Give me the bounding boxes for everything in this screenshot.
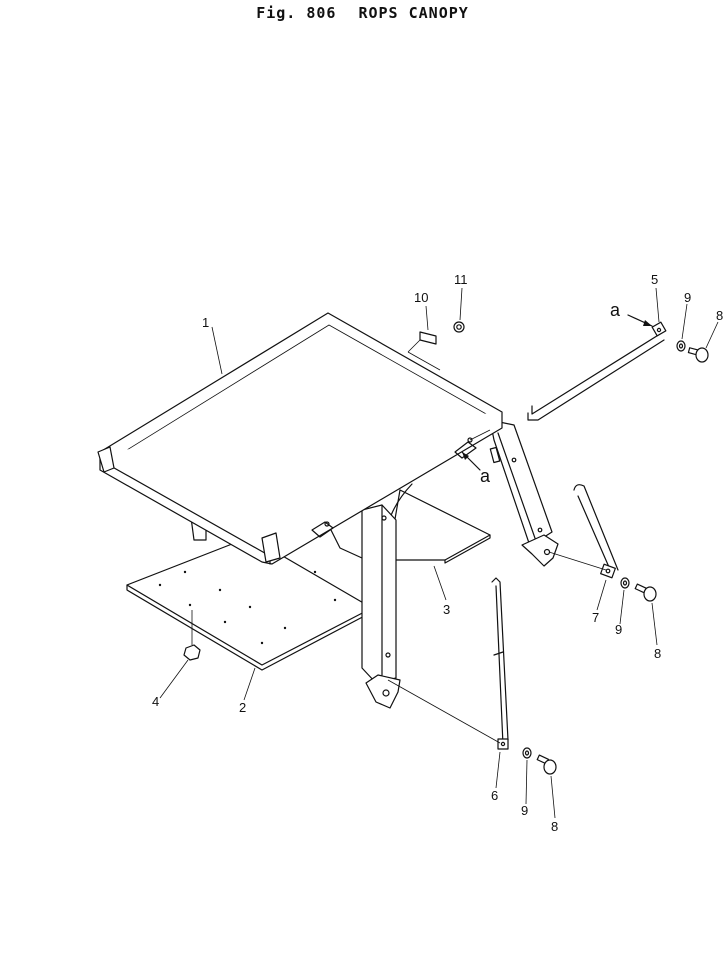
label-plate-and-clip [407,321,465,353]
figure-caption: Fig. 806 ROPS CANOPY [0,4,725,22]
bolt-8-bottom [536,754,557,775]
support-plate [385,483,491,564]
bolt-8-middle [634,583,657,602]
stay-6 [491,577,509,750]
callout-9-middle: 9 [615,622,622,637]
callout-1: 1 [202,315,209,330]
right-post [489,419,559,567]
callout-9-top: 9 [684,290,691,305]
callout-5: 5 [651,272,658,287]
callout-8-middle: 8 [654,646,661,661]
bolt-8-top [687,347,709,363]
callout-10: 10 [414,290,428,305]
floor-plate [126,536,373,671]
callout-8-bottom: 8 [551,819,558,834]
canopy-roof [97,312,503,565]
washer-9-top [676,340,686,352]
callout-7: 7 [592,610,599,625]
callout-labels: 1 2 3 4 5 6 7 8 8 8 9 9 9 10 11 a a [152,272,723,834]
callout-6: 6 [491,788,498,803]
washer-9-middle [620,577,630,589]
leader-lines [159,287,719,819]
callout-11: 11 [454,272,468,287]
stay-7 [573,484,619,579]
nut-4 [183,610,201,661]
reference-a-right: a [480,466,491,486]
figure-number: Fig. 806 [256,4,337,22]
callout-2: 2 [239,700,246,715]
callout-3: 3 [443,602,450,617]
reference-a-top: a [610,300,621,320]
callout-9-bottom: 9 [521,803,528,818]
callout-8-top: 8 [716,308,723,323]
stay-5 [527,321,667,421]
figure-title: ROPS CANOPY [358,4,469,22]
washer-9-bottom [522,747,532,759]
front-post [361,504,401,709]
callout-4: 4 [152,694,159,709]
